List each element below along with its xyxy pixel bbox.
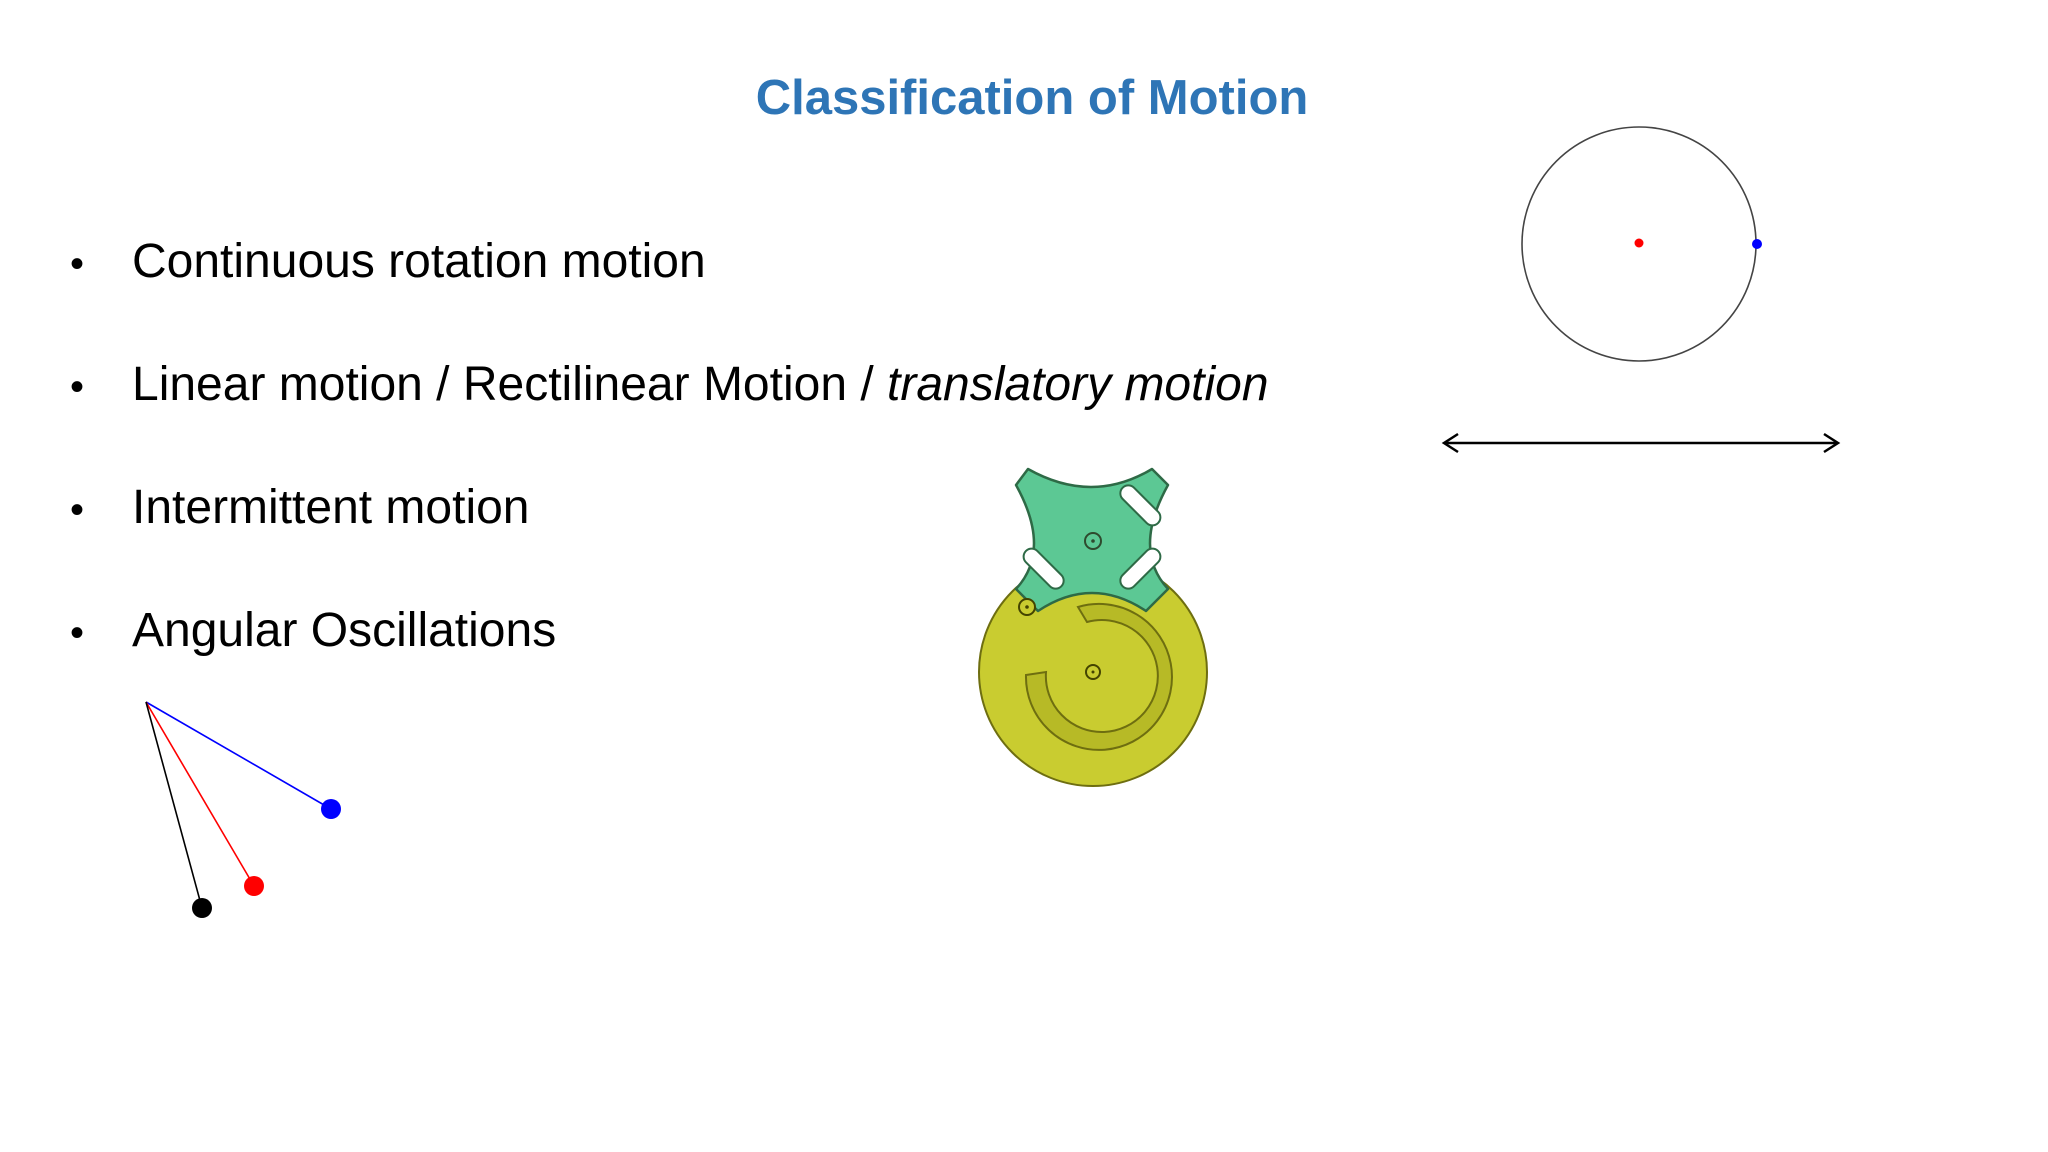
bullet-marker: •	[70, 488, 85, 532]
drive-wheel-axle-center	[1091, 670, 1095, 674]
pendulum-icon	[145, 701, 341, 918]
bullet-marker: •	[70, 365, 85, 409]
slide-title: Classification of Motion	[755, 71, 1309, 125]
pendulum-string-black	[145, 701, 203, 909]
drive-pin-center	[1025, 605, 1029, 609]
rotation-center-dot	[1634, 238, 1644, 248]
circle-rotation-icon	[1521, 126, 1762, 362]
bullet-continuous-rotation: • Continuous rotation motion	[70, 230, 1269, 353]
bullet-list: • Continuous rotation motion • Linear moti…	[70, 230, 1269, 722]
bullet-text: Intermittent motion	[132, 481, 530, 534]
double-arrow-icon	[1441, 432, 1841, 454]
geneva-wheel-axle	[1084, 532, 1102, 550]
bullet-text: Angular Oscillations	[132, 604, 557, 657]
geneva-slot	[1119, 547, 1162, 590]
pendulum-string-red	[145, 701, 255, 887]
bullet-marker: •	[70, 242, 85, 286]
pendulum-bob-black	[192, 898, 212, 918]
arrow-head-left	[1441, 432, 1459, 454]
bullet-text: Linear motion / Rectilinear Motion /	[132, 358, 888, 411]
rotating-point-dot	[1752, 239, 1762, 249]
pendulum-bob-red	[244, 876, 264, 896]
drive-wheel-groove	[1024, 602, 1173, 751]
bullet-text-italic: translatory motion	[887, 358, 1269, 411]
drive-wheel-axle	[1085, 664, 1101, 680]
bullet-text: Continuous rotation motion	[132, 235, 706, 288]
arrow-head-right	[1823, 432, 1841, 454]
bullet-marker: •	[70, 611, 85, 655]
bullet-intermittent-motion: • Intermittent motion	[70, 476, 1269, 599]
geneva-mechanism-icon	[978, 467, 1208, 787]
pendulum-bob-blue	[321, 799, 341, 819]
geneva-slot	[1022, 547, 1065, 590]
geneva-slot	[1119, 484, 1162, 527]
geneva-wheel-axle-center	[1091, 539, 1095, 543]
bullet-linear-motion: • Linear motion / Rectilinear Motion / tr…	[70, 353, 1269, 476]
pendulum-string-blue	[145, 701, 332, 810]
bullet-angular-oscillations: • Angular Oscillations	[70, 599, 1269, 722]
